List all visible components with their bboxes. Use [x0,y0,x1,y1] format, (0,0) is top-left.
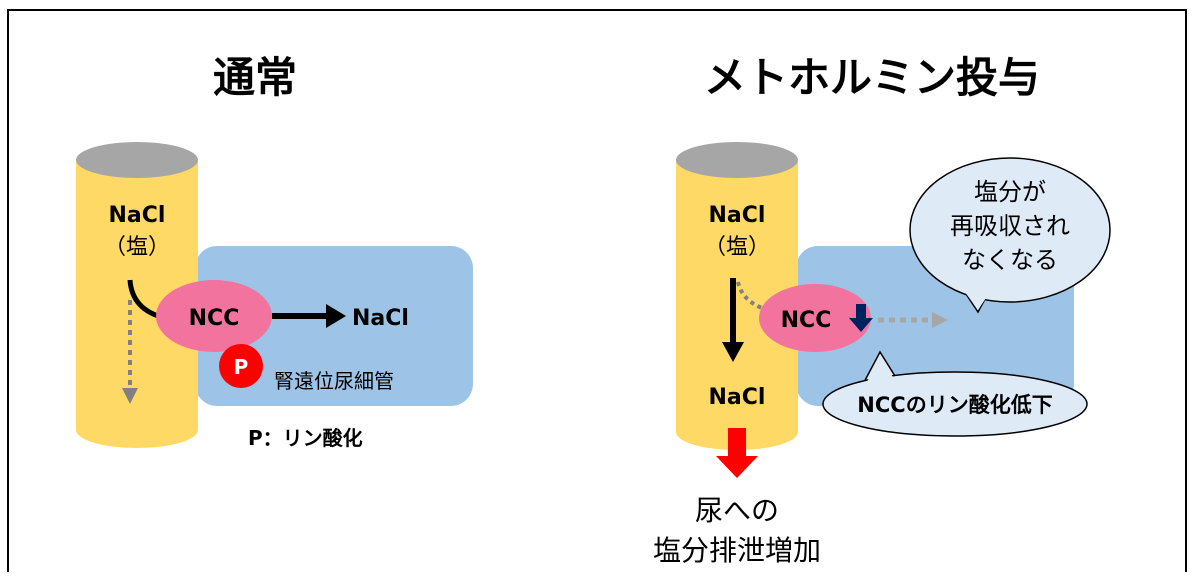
lumen-nacl-label: NaCl [709,385,766,410]
callout-line-1: 塩分が [974,178,1046,206]
frame-border [7,9,1187,577]
lumen-down-arrowhead [722,342,744,362]
tube-label-salt-normal: （塩） [104,235,170,260]
reduced-uptake-dotted-arrow [736,281,763,310]
urine-excretion-arrow [716,428,758,478]
urine-label-line-2: 塩分排泄増加 [653,534,821,567]
phospho-badge-label: P [234,355,249,379]
tube-label-nacl-metformin: NaCl [709,203,766,228]
transport-arrowhead [326,304,346,328]
phospho-badge [219,344,263,388]
ncc-transporter-normal [156,280,272,352]
panel-normal-title: 通常 [213,53,297,102]
phospho-legend: P：リン酸化 [248,426,363,450]
cell-label: 腎遠位尿細管 [274,369,394,393]
phospho-callout-label: NCCのリン酸化低下 [857,393,1052,417]
urine-label-line-1: 尿への [695,494,779,527]
panel-metformin-title: メトホルミン投与 [704,53,1040,102]
callout-phosphorylation [822,350,1088,437]
ncc-transporter-metformin [759,284,871,352]
callout-reabsorption [909,157,1111,314]
dotted-arrowhead-normal [122,388,138,404]
blocked-transport-arrowhead [932,312,948,328]
distal-tubule-cell [195,246,473,406]
ncc-label-normal: NCC [189,306,240,331]
ncc-label-metformin: NCC [781,308,832,333]
panel-normal: 通常 NaCl （塩） NCC P NaCl 腎遠位尿細管 P：リン酸化 [76,53,473,450]
tube-label-salt-metformin: （塩） [704,235,770,260]
panel-metformin: メトホルミン投与 NaCl （塩） NaCl 尿への 塩分排泄増加 NCC [653,53,1111,567]
tube-label-nacl-normal: NaCl [109,203,166,228]
decrease-arrow-icon [849,304,873,332]
callout-line-3: なくなる [962,246,1058,274]
nacl-out-label: NaCl [352,306,409,331]
callout-line-2: 再吸収され [950,212,1070,240]
